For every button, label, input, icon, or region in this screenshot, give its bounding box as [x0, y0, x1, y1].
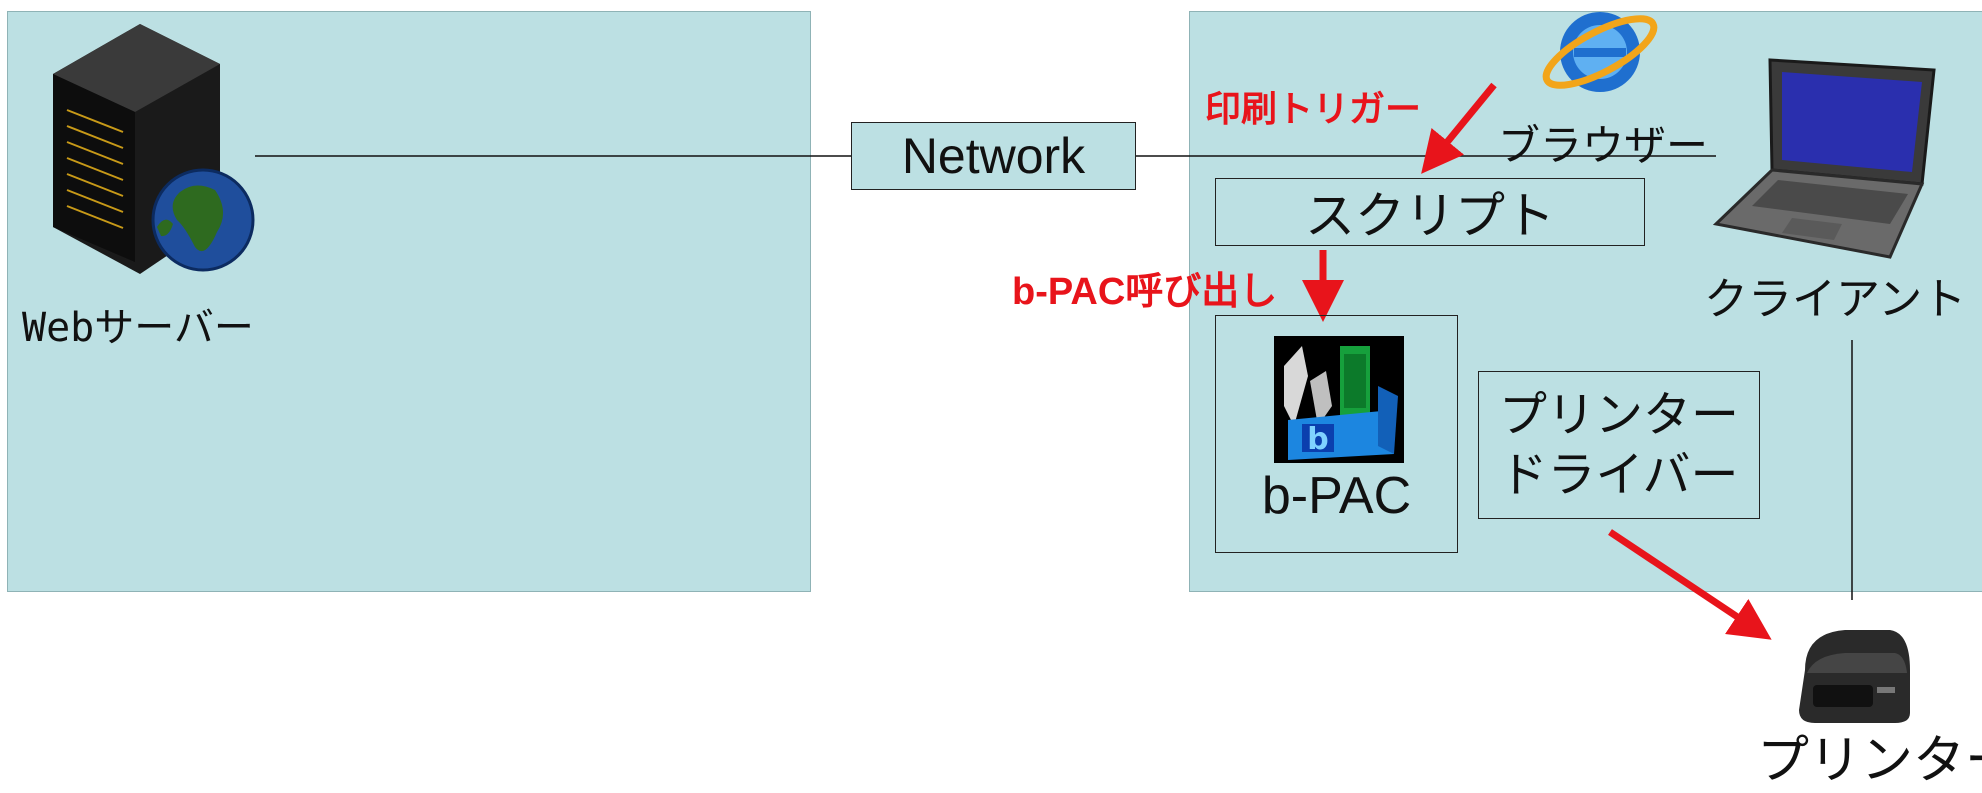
internet-explorer-icon	[1542, 12, 1658, 92]
bpac-app-icon: b	[1274, 336, 1404, 463]
label-printer-icon	[1799, 630, 1910, 723]
connector-layer	[255, 82, 1853, 640]
client-label: クライアント	[1704, 274, 1967, 325]
printer-driver-box: プリンター ドライバー	[1478, 371, 1760, 519]
network-label: Network	[901, 128, 1086, 184]
bpac-label: b-PAC	[1261, 467, 1412, 525]
browser-label: ブラウザー	[1498, 121, 1709, 170]
laptop-icon	[1712, 58, 1936, 259]
web-server-label: Webサーバー	[22, 305, 254, 351]
svg-text:b: b	[1307, 422, 1328, 457]
bpac-call-label: b-PAC呼び出し	[1012, 271, 1278, 313]
script-label: スクリプト	[1305, 187, 1555, 245]
network-box: Network	[851, 122, 1136, 190]
printer-driver-label-line2: ドライバー	[1499, 447, 1739, 503]
print-trigger-label: 印刷トリガー	[1205, 88, 1422, 129]
server-globe-icon	[53, 24, 255, 274]
bpac-box: b b-PAC	[1215, 315, 1458, 553]
driver-printer-arrow	[1608, 529, 1772, 640]
printer-driver-label-line1: プリンター	[1498, 387, 1739, 443]
script-box: スクリプト	[1215, 178, 1645, 246]
printer-label: プリンター	[1757, 731, 1982, 791]
print-trigger-arrow	[1421, 82, 1497, 174]
